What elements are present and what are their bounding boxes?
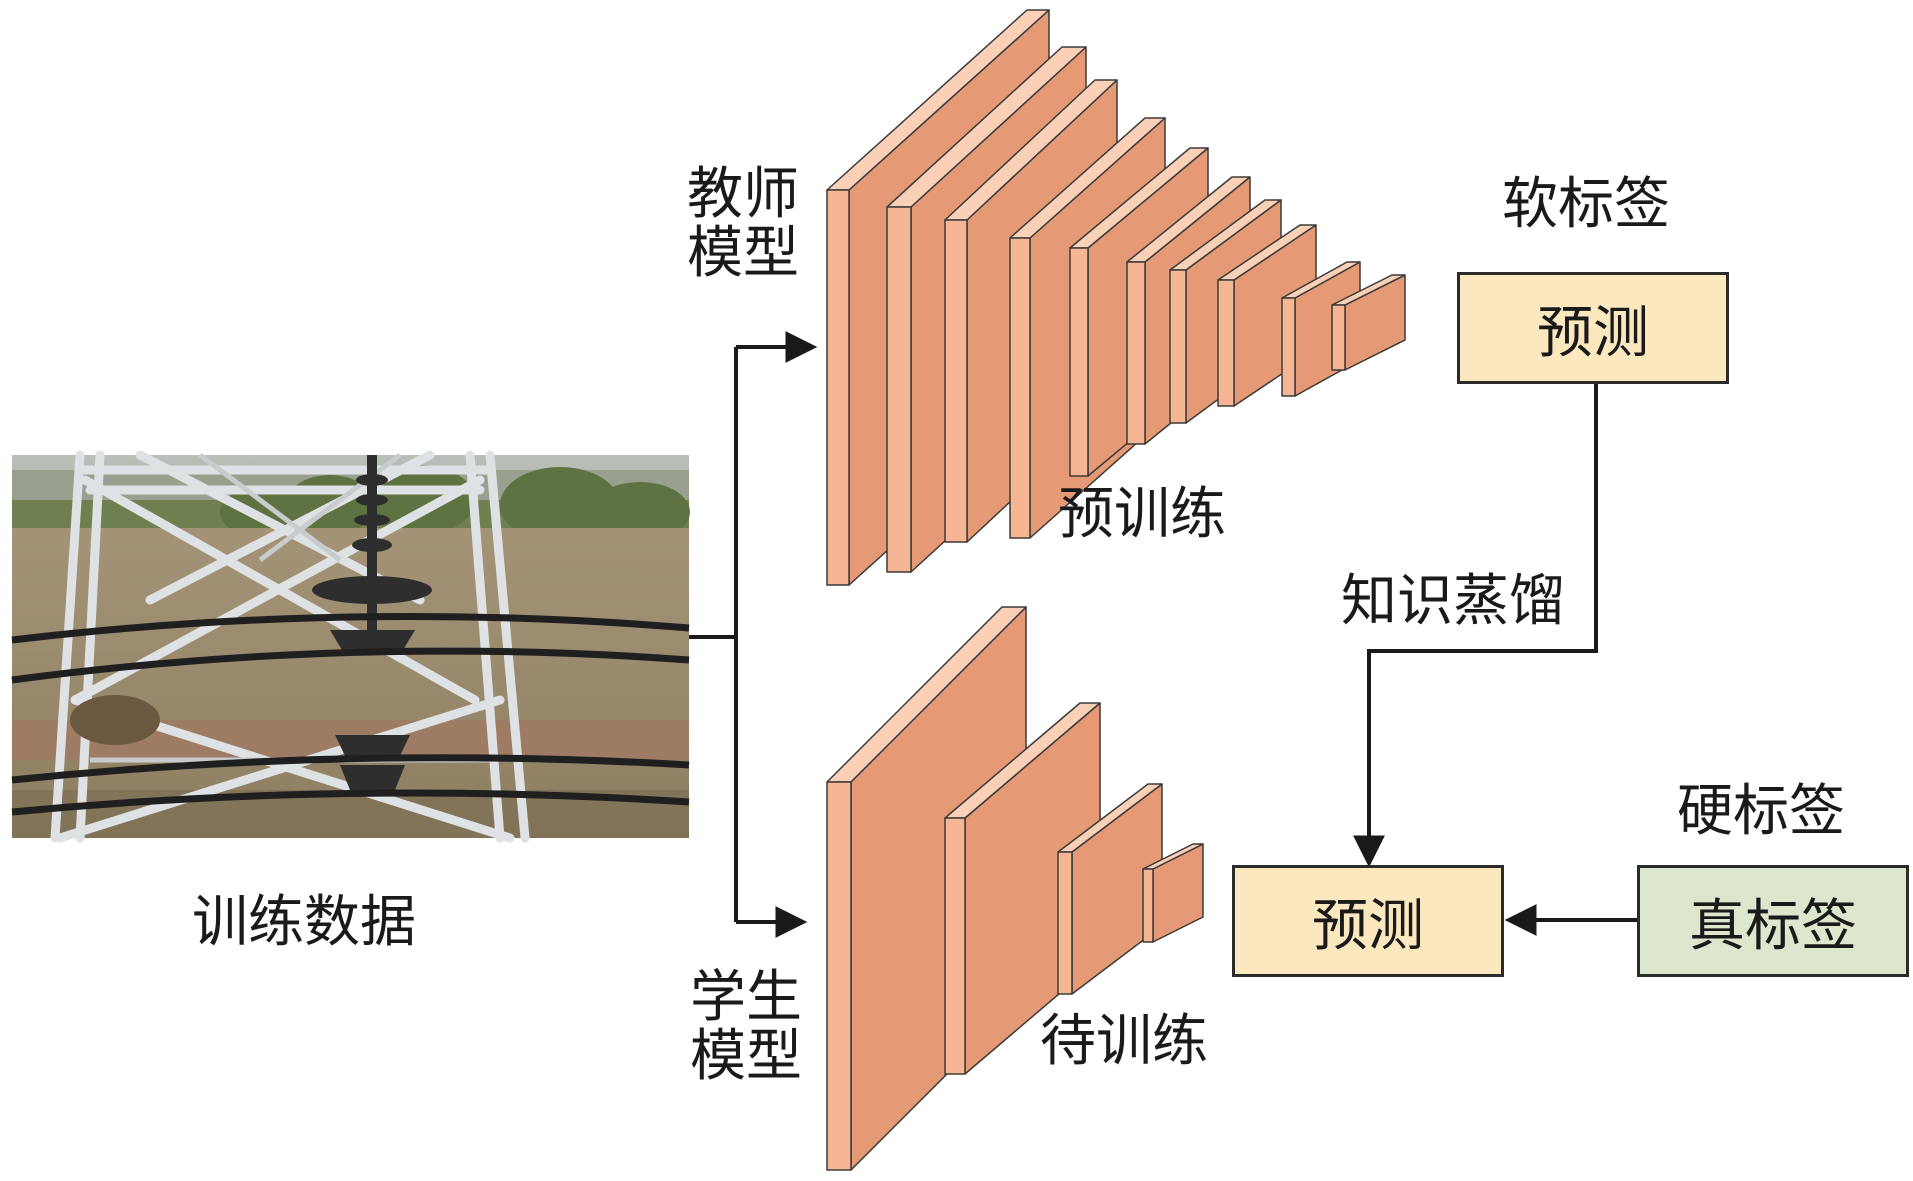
true-label-text: 真标签 [1689, 893, 1857, 959]
teacher-layer [1331, 274, 1406, 371]
teacher-prediction-label: 预测 [1537, 300, 1649, 366]
distillation-label: 知识蒸馏 [1341, 569, 1565, 634]
training-data-label: 训练数据 [192, 890, 416, 955]
hard-label-title: 硬标签 [1677, 779, 1845, 844]
student-model-line2: 模型 [690, 1023, 802, 1089]
student-layer [1142, 843, 1204, 943]
data-flow-arrows [689, 331, 818, 938]
teacher-network-layers [826, 9, 1406, 586]
teacher-model-line2: 模型 [687, 220, 799, 286]
student-prediction-label: 预测 [1312, 893, 1424, 959]
student-network-layers [826, 606, 1204, 1171]
student-prediction-box: 预测 [1232, 865, 1504, 977]
teacher-stage-label: 预训练 [1058, 482, 1226, 547]
teacher-model-line1: 教师 [687, 162, 799, 227]
student-stage-label: 待训练 [1040, 1009, 1208, 1074]
student-layer [1057, 783, 1163, 995]
soft-label-title: 软标签 [1502, 172, 1670, 237]
teacher-prediction-box: 预测 [1457, 272, 1729, 384]
teacher-model-label: 教师 模型 [687, 162, 799, 286]
student-model-line1: 学生 [690, 965, 802, 1030]
student-model-label: 学生 模型 [690, 965, 802, 1089]
transmission-tower-photo [11, 450, 690, 843]
distillation-arrow [1353, 384, 1598, 868]
true-label-box: 真标签 [1637, 865, 1909, 977]
